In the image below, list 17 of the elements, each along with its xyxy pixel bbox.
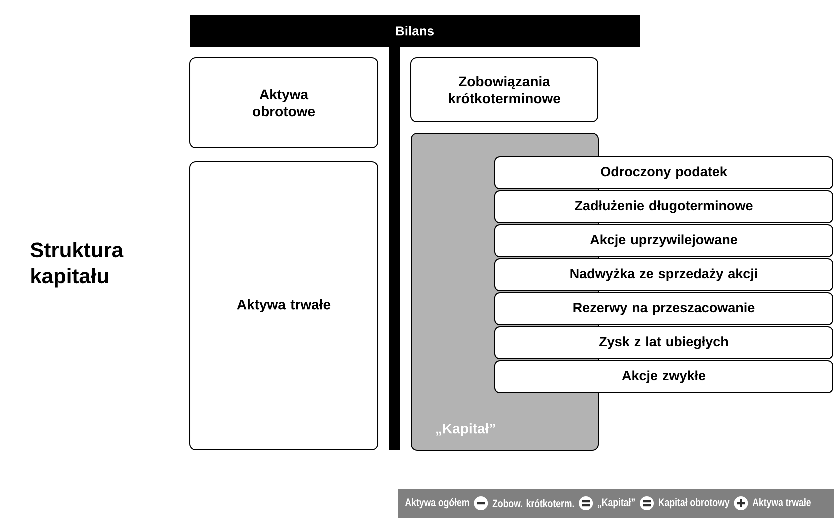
- formula-term: Aktywa ogółem: [405, 498, 470, 509]
- formula-term: „Kapitał”: [598, 498, 635, 509]
- list-item-box: Nadwyżka ze sprzedaży akcji: [494, 258, 834, 292]
- header-bar: Bilans: [190, 15, 640, 47]
- list-item-box: Zysk z lat ubiegłych: [494, 326, 834, 360]
- list-item-box: Zadłużenie długoterminowe: [494, 190, 834, 224]
- category-box: Aktywa trwałe: [190, 162, 378, 450]
- formula-term: Aktywa trwałe: [752, 498, 811, 509]
- list-item-box: Akcje zwykłe: [494, 360, 834, 394]
- formula-term: Kapitał obrotowy: [659, 498, 730, 509]
- category-box: Aktywa obrotowe: [190, 58, 378, 148]
- formula-term: Zobow. krótkoterm.: [492, 499, 574, 508]
- list-item-box: Odroczony podatek: [494, 156, 834, 190]
- list-item-box: Rezerwy na przeszacowanie: [494, 292, 834, 326]
- side-heading: Struktura kapitału: [30, 242, 124, 288]
- category-box: Zobowiązania krótkoterminowe: [410, 58, 598, 122]
- list-item-box: Akcje uprzywilejowane: [494, 224, 834, 258]
